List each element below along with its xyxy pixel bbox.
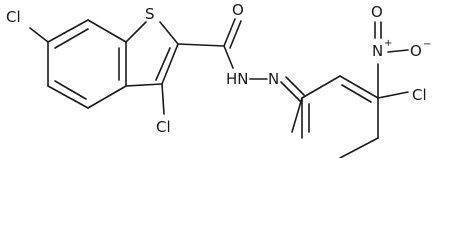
bond-carbonyl-nh	[223, 45, 234, 69]
bond-cl-left	[29, 27, 49, 43]
bond-n-c-double-a	[280, 81, 301, 102]
atom-cl-left: Cl	[6, 8, 21, 26]
bond-cl-thiophene	[161, 83, 165, 115]
bond-nitro-o-right	[387, 49, 409, 53]
benzo-ring	[47, 19, 127, 109]
nitro-o-charge: −	[423, 39, 431, 50]
atom-hydrazone-n: N	[268, 70, 279, 88]
bond-n-c-double-b	[285, 76, 305, 96]
nitro-n-charge: +	[384, 38, 392, 49]
bond-c2-carbonyl	[177, 43, 225, 47]
bond-methyl	[291, 97, 303, 133]
atom-hydrazide-nh: HN	[226, 70, 249, 88]
atom-cl-right: Cl	[412, 86, 427, 104]
atom-nitro-n: N	[372, 42, 383, 60]
phenyl-ring	[301, 75, 379, 158]
structure-canvas: Cl S Cl O HN N Cl N + O O −	[6, 1, 431, 158]
atom-nitro-o-right: O	[410, 42, 422, 60]
bond-cl-right	[377, 91, 409, 99]
atom-cl-thiophene: Cl	[156, 118, 171, 136]
bond-carbonyl-o	[223, 18, 236, 47]
molecule-diagram: Cl S Cl O HN N Cl N + O O −	[6, 1, 431, 158]
atom-oxygen-carbonyl: O	[232, 1, 244, 19]
thiophene-ring	[125, 21, 179, 87]
atom-nitro-o-top: O	[371, 3, 383, 21]
atom-sulfur: S	[145, 5, 155, 23]
